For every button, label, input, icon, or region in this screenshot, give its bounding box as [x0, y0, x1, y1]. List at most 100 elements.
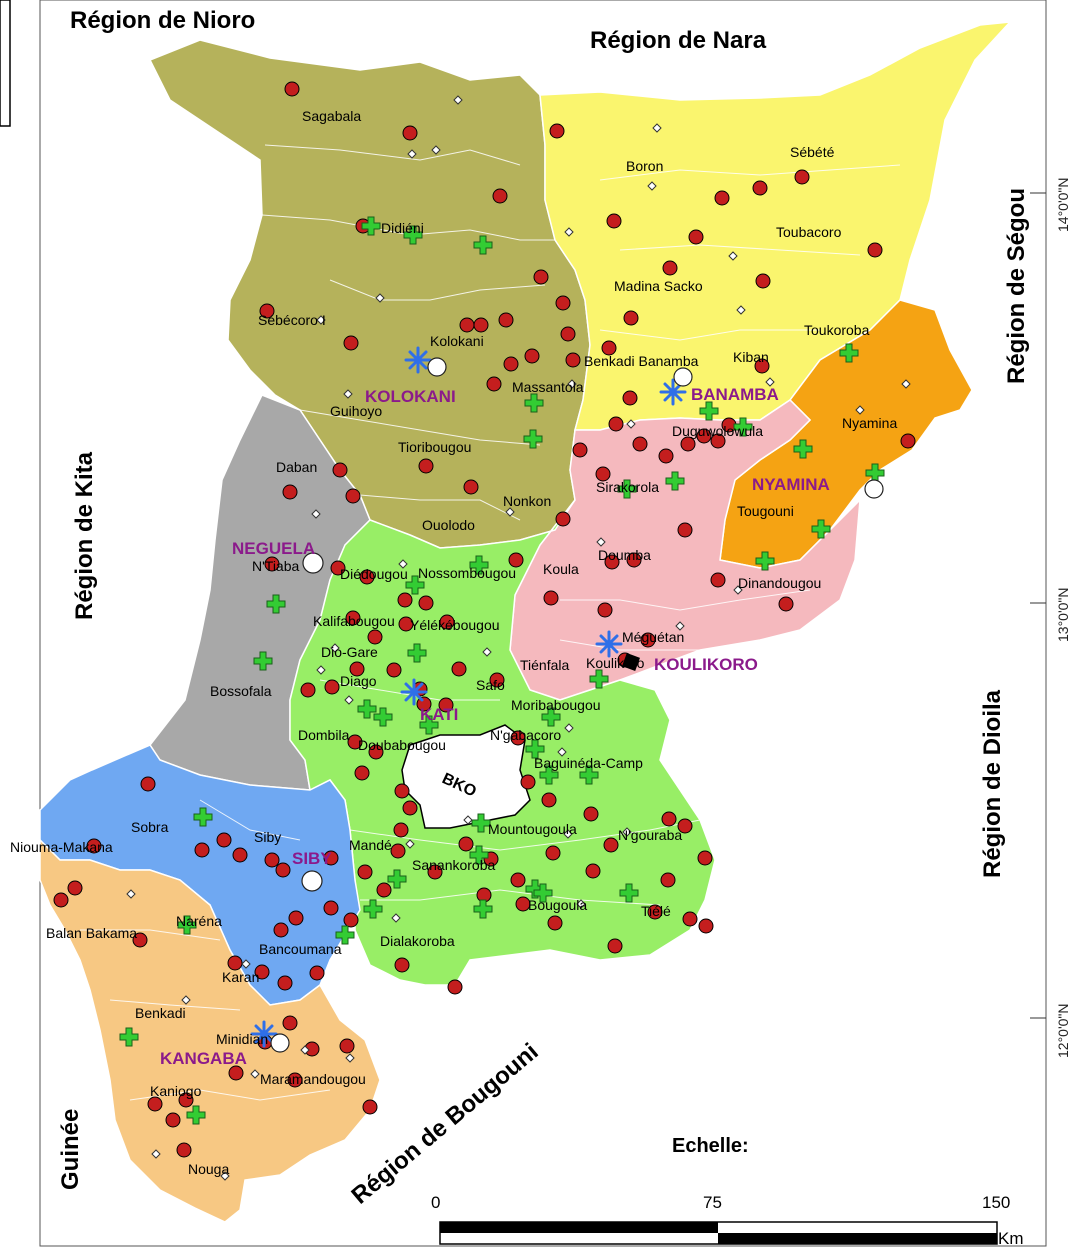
region-guinee-label: Guinée: [57, 1109, 84, 1190]
town-circle: [270, 1033, 290, 1053]
red-marker: [754, 358, 770, 374]
red-marker: [680, 436, 696, 452]
red-marker: [343, 912, 359, 928]
red-marker: [282, 1015, 298, 1031]
scale-tick-0: 0: [431, 1193, 440, 1212]
red-marker: [287, 1072, 303, 1088]
green-marker: [665, 471, 685, 491]
place-label: Minidian: [216, 1031, 268, 1047]
red-marker: [696, 428, 712, 444]
small-diamonds: [126, 95, 911, 1181]
place-label: Boron: [626, 158, 663, 174]
red-marker: [510, 872, 526, 888]
red-marker: [486, 376, 502, 392]
region-dioila-label: Région de Dioila: [979, 689, 1006, 878]
red-marker: [345, 610, 361, 626]
red-marker: [608, 416, 624, 432]
green-markers: [119, 216, 885, 1125]
red-marker: [284, 81, 300, 97]
red-marker: [597, 602, 613, 618]
red-marker: [323, 850, 339, 866]
red-marker: [510, 730, 526, 746]
red-marker: [275, 862, 291, 878]
place-label: Bougoula: [528, 897, 587, 913]
red-marker: [755, 273, 771, 289]
red-marker: [498, 312, 514, 328]
green-marker: [186, 1105, 206, 1125]
red-marker: [402, 800, 418, 816]
red-marker: [354, 765, 370, 781]
red-marker: [176, 1142, 192, 1158]
town-circle: [427, 357, 447, 377]
green-marker: [533, 883, 553, 903]
red-marker: [503, 356, 519, 372]
red-marker: [606, 213, 622, 229]
red-marker: [603, 837, 619, 853]
capital-kati-star: [400, 678, 428, 706]
place-label: Naréna: [176, 913, 222, 929]
red-marker: [682, 911, 698, 927]
red-marker: [541, 792, 557, 808]
koulikoro-black-marker: [622, 653, 640, 671]
red-marker: [601, 340, 617, 356]
green-marker: [119, 1027, 139, 1047]
place-label: Dinandougou: [738, 575, 821, 591]
red-marker: [402, 125, 418, 141]
green-marker: [473, 235, 493, 255]
red-marker: [560, 326, 576, 342]
place-label: Toubacoro: [776, 224, 842, 240]
red-marker: [752, 180, 768, 196]
place-label: Koulikoro: [586, 655, 645, 671]
red-marker: [418, 458, 434, 474]
green-marker: [617, 479, 637, 499]
red-marker: [595, 466, 611, 482]
red-marker: [623, 310, 639, 326]
red-marker: [277, 975, 293, 991]
place-label: Didiéni: [381, 220, 424, 236]
green-marker: [469, 555, 489, 575]
red-marker: [254, 964, 270, 980]
scale-title: Echelle:: [672, 1135, 749, 1157]
place-label: Doubabougou: [358, 737, 446, 753]
red-marker: [232, 847, 248, 863]
red-markers: [53, 81, 916, 1158]
red-marker: [132, 932, 148, 948]
place-label: Nossombougou: [418, 565, 516, 581]
capital-banamba-star: [659, 378, 687, 406]
place-label: Guihoyo: [330, 403, 382, 419]
red-marker: [345, 488, 361, 504]
red-marker: [398, 616, 414, 632]
red-marker: [697, 850, 713, 866]
red-marker: [339, 1038, 355, 1054]
green-marker: [335, 925, 355, 945]
red-marker: [194, 842, 210, 858]
red-marker: [227, 955, 243, 971]
red-marker: [332, 462, 348, 478]
red-marker: [165, 1112, 181, 1128]
bamako-district: [401, 724, 531, 829]
green-marker: [407, 643, 427, 663]
green-marker: [539, 765, 559, 785]
red-marker: [900, 433, 916, 449]
capital-koulikoro-star: [595, 630, 623, 658]
place-label: Mountougoula: [488, 821, 577, 837]
red-marker: [622, 390, 638, 406]
red-marker: [359, 569, 375, 585]
place-label: Karan: [222, 969, 259, 985]
red-marker: [492, 188, 508, 204]
red-marker: [662, 260, 678, 276]
capital-kangaba-star: [250, 1020, 278, 1048]
red-marker: [147, 1096, 163, 1112]
town-circle: [301, 870, 323, 892]
red-marker: [343, 335, 359, 351]
place-label: Sobra: [131, 819, 169, 835]
red-marker: [583, 806, 599, 822]
town-circle: [673, 367, 693, 387]
green-marker: [387, 869, 407, 889]
red-marker: [463, 479, 479, 495]
scale-bar: Echelle: 0 75 150 Km: [431, 1135, 1024, 1248]
place-label: Yélékébougou: [410, 617, 500, 633]
cercle-siby: SIBY: [292, 849, 332, 868]
place-label: Madina Sacko: [614, 278, 703, 294]
place-label: Benkadi: [135, 1005, 186, 1021]
